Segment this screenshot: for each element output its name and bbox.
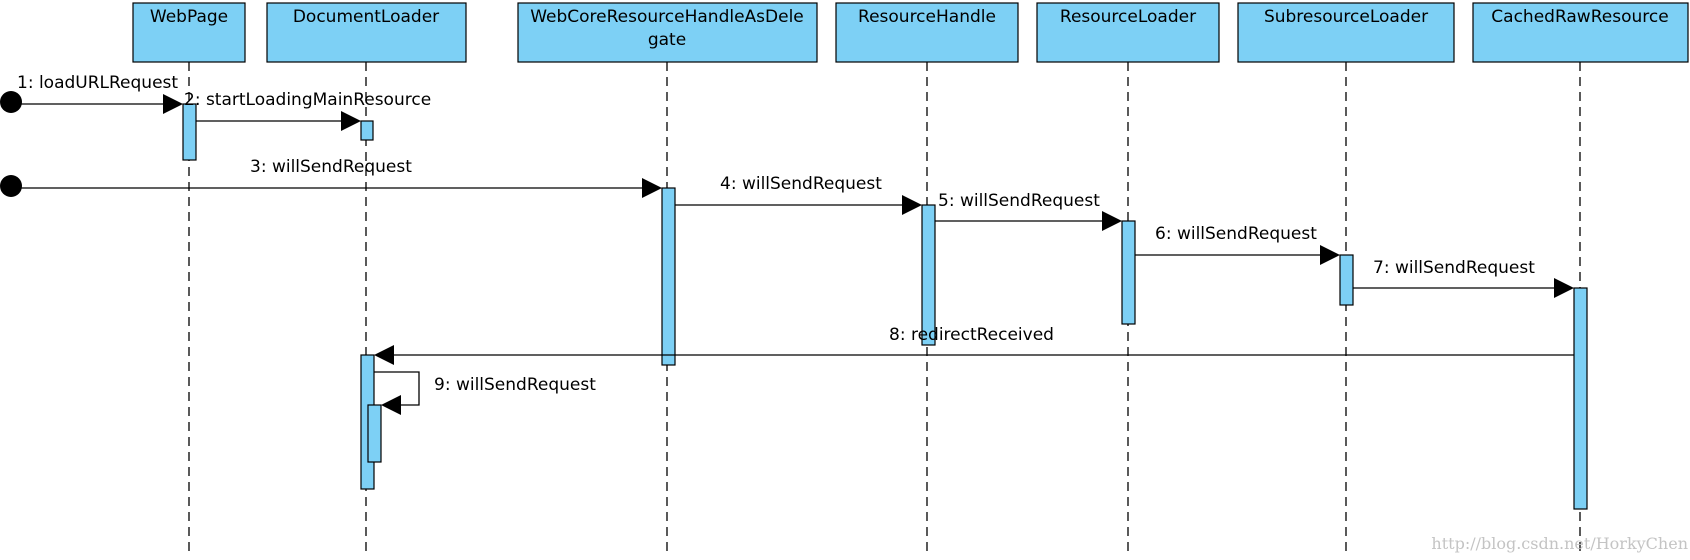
activation-bar-webpage [182,103,197,161]
message-label: 6: willSendRequest [1155,224,1317,244]
message-3: 3: willSendRequest [0,157,662,198]
activation-bar-webcore [661,187,676,366]
arrowhead [1554,278,1574,298]
activation-bar-resourcehandle [921,204,936,346]
arrowhead [163,94,183,114]
participant-label: WebPage [150,7,228,27]
participant-box [1036,2,1220,63]
message-label: 3: willSendRequest [250,157,412,177]
message-label: 8: redirectReceived [889,325,1054,345]
participant-label: WebCoreResourceHandleAsDele [530,7,804,27]
message-5: 5: willSendRequest [935,191,1122,231]
message-label: 9: willSendRequest [434,375,596,395]
activation-bar-subresourceloader [1339,254,1354,306]
arrowhead [902,195,922,215]
arrowhead [341,111,361,131]
participant-box [835,2,1019,63]
message-label: 7: willSendRequest [1373,258,1535,278]
activation-bar-cachedrawresource [1573,287,1588,510]
arrowhead [374,345,394,365]
activation-bar-documentloader-nested [367,404,382,463]
participant-cachedrawresource: CachedRawResource [1472,2,1689,555]
message-7: 7: willSendRequest [1353,258,1574,298]
message-2: 2: startLoadingMainResource [184,90,431,131]
message-label: 2: startLoadingMainResource [184,90,431,110]
message-line [374,371,420,406]
participant-label: gate [648,30,686,50]
activation-bar-documentloader [360,120,374,141]
participant-label: CachedRawResource [1491,7,1668,27]
message-label: 1: loadURLRequest [17,73,178,93]
participant-box [1472,2,1689,63]
participant-label: ResourceHandle [858,7,996,27]
participant-box [132,2,246,63]
found-message-dot [0,91,22,113]
participant-label: DocumentLoader [293,7,439,27]
found-message-dot [0,175,22,197]
activation-bar-resourceloader [1121,220,1136,325]
participant-subresourceloader: SubresourceLoader [1237,2,1455,555]
participant-box [517,2,818,63]
arrowhead [1320,245,1340,265]
watermark: http://blog.csdn.net/HorkyChen [1431,534,1688,553]
message-6: 6: willSendRequest [1135,224,1340,265]
message-label: 5: willSendRequest [938,191,1100,211]
participant-documentloader: DocumentLoader [266,2,467,555]
message-8: 8: redirectReceived [374,325,1574,365]
participant-label: SubresourceLoader [1264,7,1428,27]
message-label: 4: willSendRequest [720,174,882,194]
arrowhead [1102,211,1122,231]
arrowhead [381,395,401,415]
message-1: 1: loadURLRequest [0,73,183,114]
message-4: 4: willSendRequest [675,174,922,215]
participant-webcore-resource-handle-as-delegate: WebCoreResourceHandleAsDele gate [517,2,818,555]
message-9: 9: willSendRequest [374,371,596,415]
participant-label: ResourceLoader [1060,7,1196,27]
participant-resourceloader: ResourceLoader [1036,2,1220,555]
participant-resourcehandle: ResourceHandle [835,2,1019,555]
arrowhead [642,178,662,198]
